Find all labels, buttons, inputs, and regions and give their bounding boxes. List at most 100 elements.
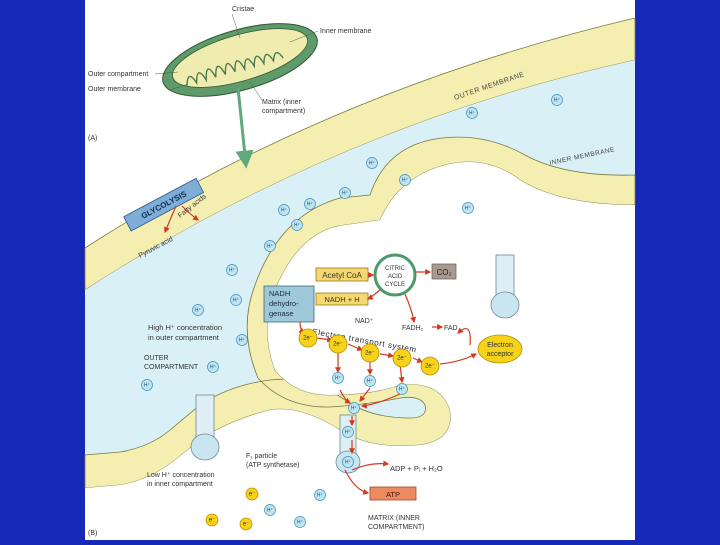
svg-text:H⁺: H⁺ [335, 375, 342, 381]
svg-text:H⁺: H⁺ [465, 205, 472, 211]
fad-label: FAD [444, 325, 458, 332]
h-ion: H⁺ [236, 334, 248, 346]
nadh-dehydrogenase-box [263, 285, 315, 323]
svg-text:H⁺: H⁺ [195, 307, 202, 313]
h-ion: H⁺ [551, 94, 563, 106]
citric-label-2: ACID [388, 274, 403, 280]
h-ion: H⁺ [399, 174, 411, 186]
h-ion: H⁺ [264, 240, 276, 252]
svg-text:H⁺: H⁺ [369, 160, 376, 166]
electron-2e-3: 2e⁻ [360, 343, 380, 363]
svg-text:H⁺: H⁺ [307, 201, 314, 207]
adp-equation: ADP + Pᵢ + H₂O [390, 464, 443, 473]
outer-compartment-label: Outer compartment [88, 71, 148, 78]
nadh-h-label: NADH + H [324, 295, 359, 304]
svg-text:2e⁻: 2e⁻ [397, 356, 407, 362]
matrix-label-1: Matrix (inner [262, 99, 302, 106]
svg-text:H⁺: H⁺ [267, 243, 274, 249]
h-ion: H⁺ [291, 219, 303, 231]
h-ion: H⁺ [366, 157, 378, 169]
h-ion: H⁺ [264, 504, 276, 516]
svg-text:H⁺: H⁺ [554, 97, 561, 103]
cycle-to-fadh2-arrow [404, 293, 417, 324]
h-ion: H⁺ [466, 107, 478, 119]
svg-text:H⁺: H⁺ [229, 267, 236, 273]
svg-text:H⁺: H⁺ [367, 378, 374, 384]
f1-label-line-1: F₁ particle [246, 453, 277, 460]
electron-acceptor: Electron acceptor [477, 334, 523, 364]
panel-b-label: (B) [88, 530, 97, 537]
outer-compartment-b-line-2: COMPARTMENT [144, 364, 199, 371]
citric-label-3: CYCLE [385, 282, 405, 288]
svg-text:H⁺: H⁺ [267, 507, 274, 513]
leader-lines [154, 13, 319, 101]
nadh-dehyd-line-2: dehydro- [269, 299, 299, 308]
svg-text:H⁺: H⁺ [402, 177, 409, 183]
svg-text:e⁻: e⁻ [209, 518, 216, 524]
low-conc-line-1: Low H⁺ concentration [147, 472, 215, 479]
h-ion: H⁺ [192, 304, 204, 316]
svg-text:2e⁻: 2e⁻ [425, 364, 435, 370]
svg-text:H⁺: H⁺ [297, 519, 304, 525]
svg-text:2e⁻: 2e⁻ [303, 336, 313, 342]
h-ion: H⁺ [230, 294, 242, 306]
h-ion: H⁺ [364, 375, 376, 387]
svg-text:H⁺: H⁺ [294, 222, 301, 228]
h-ion: H⁺ [348, 402, 360, 414]
matrix-b-line-1: MATRIX (INNER [368, 515, 420, 522]
electron-2e-1: 2e⁻ [298, 328, 318, 348]
nadh-dehyd-line-3: genase [269, 309, 294, 318]
nadh-dehyd-line-1: NADH [269, 289, 290, 298]
mitochondrion-illustration [162, 23, 318, 169]
svg-text:H⁺: H⁺ [239, 337, 246, 343]
f1-label-line-2: (ATP synthetase) [246, 462, 299, 469]
svg-text:H⁺: H⁺ [233, 297, 240, 303]
citric-acid-cycle-ring [373, 253, 417, 297]
nad-label: NAD⁺ [355, 318, 374, 325]
co2-label: CO₂ [436, 268, 451, 277]
outer-compartment-b-line-1: OUTER [144, 355, 169, 362]
svg-text:H⁺: H⁺ [342, 190, 349, 196]
high-conc-line-1: High H⁺ concentration [148, 323, 222, 332]
high-conc-line-2: in outer compartment [148, 333, 220, 342]
panel-a-label: (A) [88, 135, 97, 142]
h-ion: H⁺ [339, 187, 351, 199]
electron: e⁻ [245, 487, 259, 501]
electron-acceptor-line-1: Electron [487, 342, 513, 349]
h-ion: H⁺ [304, 198, 316, 210]
matrix-b-line-2: COMPARTMENT) [368, 524, 425, 531]
h-ion: H⁺ [314, 489, 326, 501]
h-ion: H⁺ [141, 379, 153, 391]
svg-text:H⁺: H⁺ [210, 364, 217, 370]
svg-text:H⁺: H⁺ [351, 405, 358, 411]
electron-2e-2: 2e⁻ [328, 334, 348, 354]
ets-arrows [298, 321, 478, 495]
svg-text:H⁺: H⁺ [345, 429, 352, 435]
cycle-to-nadh-arrow [366, 289, 381, 300]
h-ion: H⁺ [342, 456, 354, 468]
glycolysis-arrow-down [164, 205, 177, 234]
h-ion: H⁺ [396, 383, 408, 395]
electron-2e-4: 2e⁻ [392, 348, 412, 368]
h-ion: H⁺ [278, 204, 290, 216]
svg-text:H⁺: H⁺ [144, 382, 151, 388]
svg-text:2e⁻: 2e⁻ [365, 351, 375, 357]
svg-text:2e⁻: 2e⁻ [333, 342, 343, 348]
f1-particle-left [190, 394, 220, 461]
h-ion: H⁺ [207, 361, 219, 373]
h-ion: H⁺ [462, 202, 474, 214]
cristae-label: Cristae [232, 6, 254, 13]
fadh2-label: FADH₂ [402, 325, 424, 332]
matrix-label-2: compartment) [262, 108, 305, 115]
atp-label: ATP [386, 490, 400, 499]
atp-box [369, 486, 417, 501]
electron-2e-5: 2e⁻ [420, 356, 440, 376]
svg-text:H⁺: H⁺ [399, 386, 406, 392]
h-ion: H⁺ [342, 426, 354, 438]
f1-particle-right [490, 254, 520, 319]
glycolysis-arrow-right [181, 205, 199, 221]
co2-box [431, 263, 457, 280]
electron-acceptor-line-2: acceptor [487, 351, 515, 358]
